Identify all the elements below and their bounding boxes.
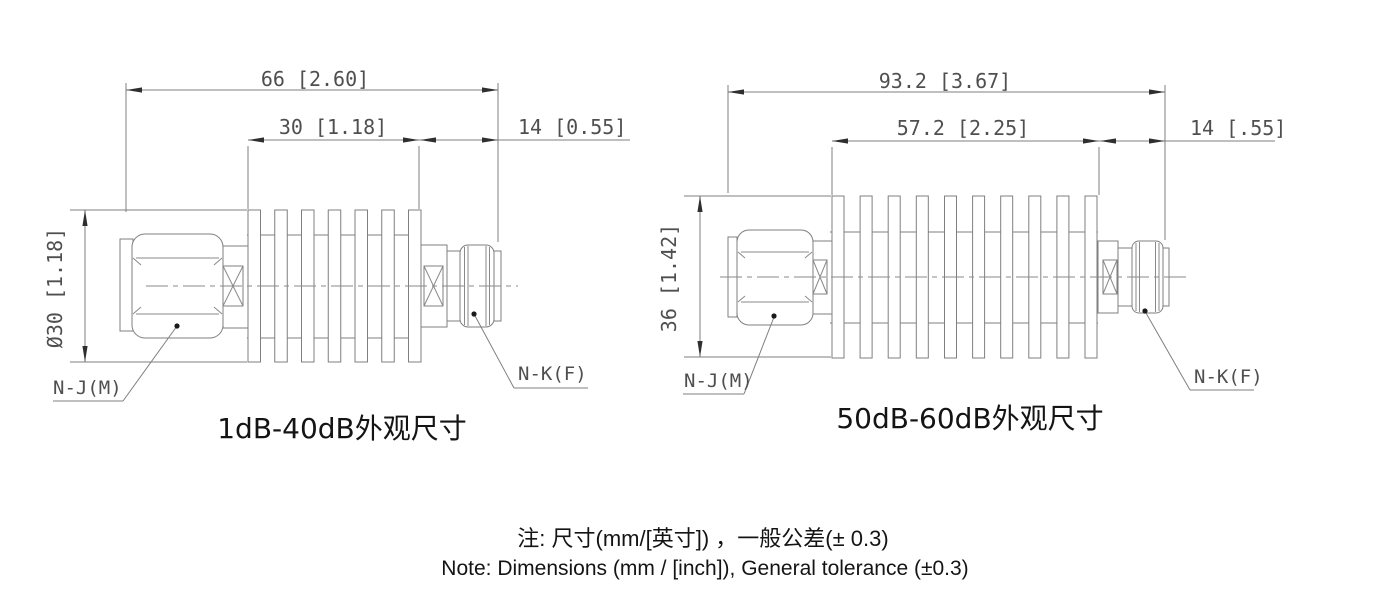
- dim-text-diameter: Ø30 [1.18]: [43, 228, 67, 348]
- arrow-right-icon: [1149, 89, 1165, 95]
- cross-section-box: [812, 259, 828, 295]
- arrow-up-icon: [697, 196, 703, 212]
- arrow-up-icon: [82, 210, 88, 226]
- connector-label: N-K(F): [518, 363, 587, 385]
- dim-overall-66: 66 [2.60]: [125, 67, 499, 242]
- dim-fins-57-and-connector-14: 57.2 [2.25] 14 [.55]: [831, 116, 1286, 195]
- arrow-down-icon: [82, 346, 88, 362]
- dim-text-diameter: 36 [1.42]: [657, 224, 681, 332]
- heatsink-fins: [247, 209, 422, 363]
- dim-text-overall: 93.2 [3.67]: [879, 69, 1011, 93]
- arrow-down-icon: [697, 341, 703, 357]
- dim-text-connector: 14 [0.55]: [518, 115, 626, 139]
- dim-height-36: 36 [1.42]: [657, 195, 831, 358]
- leader-dot: [771, 313, 777, 319]
- leader-dot: [471, 311, 477, 317]
- arrow-left-icon: [248, 137, 264, 143]
- attenuator-body: [119, 209, 518, 363]
- drawing-caption: 1dB-40dB外观尺寸: [217, 412, 467, 445]
- label-output-connector: N-K(F): [1142, 308, 1263, 391]
- dim-text-overall: 66 [2.60]: [261, 67, 369, 91]
- arrow-right-icon: [482, 87, 498, 93]
- label-output-connector: N-K(F): [471, 311, 588, 389]
- note-chinese: 注: 尺寸(mm/[英寸]) ，一般公差(± 0.3): [517, 526, 888, 551]
- connector-flange: [119, 238, 134, 332]
- arrow-left-icon: [1100, 138, 1116, 144]
- label-input-connector: N-J(M): [53, 323, 180, 402]
- leader-dot: [174, 323, 180, 329]
- dim-fins-30-and-connector-14: 30 [1.18] 14 [0.55]: [247, 115, 630, 209]
- arrow-right-icon: [482, 137, 498, 143]
- drawing-50db-60db: 93.2 [3.67] 57.2 [2.25] 14 [.55] 36 [1.4…: [657, 69, 1286, 435]
- arrow-left-icon: [728, 89, 744, 95]
- arrow-left-icon: [420, 137, 436, 143]
- drawing-caption: 50dB-60dB外观尺寸: [836, 402, 1103, 435]
- label-input-connector: N-J(M): [683, 313, 777, 395]
- connector-label: N-J(M): [53, 377, 122, 399]
- arrow-right-icon: [1083, 138, 1099, 144]
- arrow-left-icon: [832, 138, 848, 144]
- notes: 注: 尺寸(mm/[英寸]) ，一般公差(± 0.3) Note: Dimens…: [441, 526, 968, 580]
- dim-text-connector: 14 [.55]: [1190, 116, 1286, 140]
- dim-diameter-30: Ø30 [1.18]: [43, 209, 247, 363]
- dim-text-fins: 30 [1.18]: [279, 115, 387, 139]
- arrow-right-icon: [403, 137, 419, 143]
- note-english: Note: Dimensions (mm / [inch]), General …: [441, 557, 968, 580]
- leader-dot: [1142, 308, 1148, 314]
- heatsink-core: [830, 231, 1098, 324]
- connector-label: N-J(M): [684, 370, 753, 392]
- arrow-right-icon: [1149, 138, 1165, 144]
- attenuator-body: [720, 195, 1186, 359]
- arrow-left-icon: [126, 87, 142, 93]
- connector-label: N-K(F): [1194, 366, 1263, 388]
- drawing-1db-40db: 66 [2.60] 30 [1.18] 14 [0.55] Ø30 [1.18]: [43, 67, 630, 445]
- dim-overall-93: 93.2 [3.67]: [727, 69, 1166, 240]
- dim-text-fins: 57.2 [2.25]: [897, 116, 1029, 140]
